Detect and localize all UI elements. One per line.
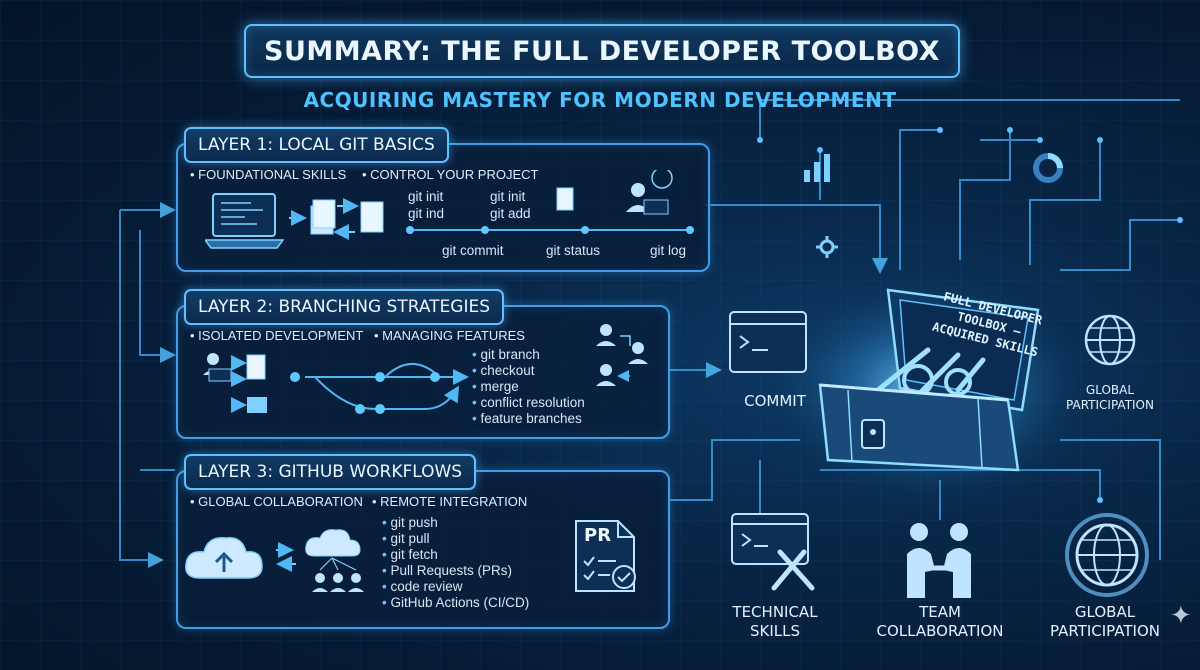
list-item: merge: [472, 379, 585, 395]
commit-label: COMMIT: [744, 392, 806, 410]
layer2-sub1: • ISOLATED DEVELOPMENT: [190, 328, 364, 343]
donut-chart-icon: [1033, 153, 1063, 183]
team-flow-icon: [596, 324, 648, 386]
page-subtitle: ACQUIRING MASTERY FOR MODERN DEVELOPMENT: [303, 88, 897, 112]
layer2-title: LAYER 2: BRANCHING STRATEGIES: [184, 289, 505, 325]
list-item: git branch: [472, 347, 585, 363]
bar-chart-icon: [804, 154, 830, 182]
layer3-command-list: git push git pull git fetch Pull Request…: [382, 515, 529, 611]
pr-document-icon: PR: [572, 517, 640, 595]
layer2-command-list: git branch checkout merge conflict resol…: [472, 347, 585, 427]
technical-skills-icon: [731, 513, 815, 591]
layer1-timeline-log: git log: [650, 243, 687, 258]
sparkle-icon: ✦: [1170, 600, 1192, 630]
layer1-timeline-commit: git commit: [442, 243, 504, 258]
layer2-sub2: • MANAGING FEATURES: [374, 328, 525, 343]
team-collaboration-icon: [907, 523, 971, 598]
cloud-sync-icon: [185, 529, 364, 592]
layer3-title: LAYER 3: GITHUB WORKFLOWS: [184, 454, 477, 490]
technical-skills-text: TECHNICAL SKILLS: [732, 603, 818, 640]
list-item: conflict resolution: [472, 395, 584, 411]
technical-skills-label: TECHNICAL SKILLS: [715, 603, 835, 641]
layer3-sub2: • REMOTE INTEGRATION: [372, 494, 528, 509]
list-item: git pull: [382, 531, 529, 547]
layer1-timeline-status: git status: [546, 243, 601, 258]
layer1-cmd-2b: git add: [490, 206, 531, 221]
layer1-cmd-1a: git init: [408, 189, 444, 204]
gear-icon: [816, 236, 838, 258]
global-participation-small-label: GLOBAL PARTICIPATION: [1060, 383, 1160, 413]
layer2-branch-diagram: [203, 353, 469, 414]
layer1-sub2: • CONTROL YOUR PROJECT: [362, 167, 539, 182]
list-item: checkout: [472, 363, 585, 379]
team-collaboration-label: TEAM COLLABORATION: [860, 603, 1020, 641]
layer3-sub1: • GLOBAL COLLABORATION: [190, 494, 363, 509]
list-item: git push: [382, 515, 529, 531]
layer1-timeline: [406, 170, 694, 234]
global-participation-text: GLOBAL PARTICIPATION: [1050, 603, 1160, 640]
list-item: git fetch: [382, 547, 529, 563]
pr-label: PR: [584, 525, 612, 546]
page-title: SUMMARY: THE FULL DEVELOPER TOOLBOX: [264, 35, 940, 67]
layer1-laptop-icon: [205, 193, 384, 249]
global-participation-small-text: GLOBAL PARTICIPATION: [1066, 383, 1154, 412]
list-item: Pull Requests (PRs): [382, 563, 529, 579]
global-participation-label: GLOBAL PARTICIPATION: [1035, 603, 1175, 641]
list-item: feature branches: [472, 411, 585, 427]
layer1-sub1: • FOUNDATIONAL SKILLS: [190, 167, 347, 182]
list-item: GitHub Actions (CI/CD): [382, 595, 529, 611]
list-item: code review: [382, 579, 529, 595]
global-participation-globe-icon: [1065, 513, 1149, 597]
layer1-cmd-1b: git ind: [408, 206, 445, 221]
title-banner: SUMMARY: THE FULL DEVELOPER TOOLBOX: [244, 24, 960, 78]
layer1-title: LAYER 1: LOCAL GIT BASICS: [184, 127, 449, 163]
globe-icon: [1084, 314, 1136, 366]
team-collaboration-text: TEAM COLLABORATION: [876, 603, 1004, 640]
toolbox-chest-icon: [818, 288, 1040, 472]
layer1-cmd-2a: git init: [490, 189, 526, 204]
commit-terminal-icon: [729, 311, 807, 373]
